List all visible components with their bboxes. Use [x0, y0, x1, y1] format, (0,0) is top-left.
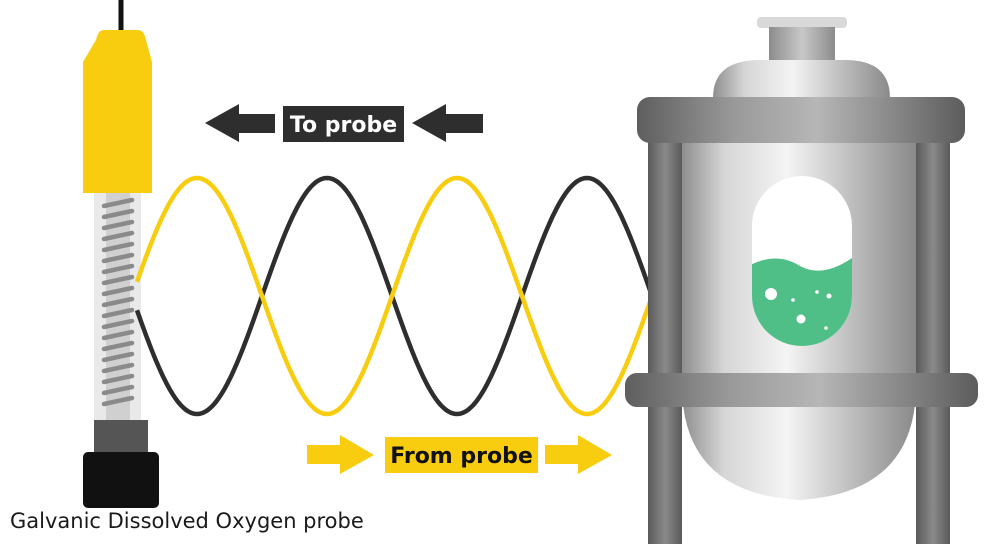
spring-coil-turn: [101, 395, 135, 407]
probe-spring-coil: [101, 197, 135, 407]
left-arrow-icon: [205, 104, 275, 142]
spring-coil-turn: [101, 329, 135, 341]
spring-coil-turn: [101, 351, 135, 363]
tank-top-band: [637, 97, 965, 143]
right-arrow-icon: [307, 435, 374, 474]
tank-left-leg: [648, 128, 682, 544]
oxygen-bubble-icon: [796, 314, 806, 324]
left-arrow-icon: [412, 104, 483, 142]
galvanic-probe: [83, 0, 159, 508]
oxygen-bubble-icon: [824, 326, 828, 330]
from-probe-signal-wave: [134, 175, 654, 417]
to-probe-indicator: To probe: [205, 104, 483, 142]
from-probe-label: From probe: [390, 444, 533, 469]
probe-dark-collar: [94, 420, 148, 454]
spring-coil-turn: [101, 252, 135, 264]
spring-coil-turn: [101, 373, 135, 385]
oxygen-bubble-icon: [765, 288, 777, 300]
spring-coil-turn: [101, 241, 135, 253]
right-arrow-icon: [545, 435, 612, 474]
spring-coil-turn: [101, 307, 135, 319]
spring-coil-turn: [101, 362, 135, 374]
spring-coil-turn: [101, 318, 135, 330]
probe-black-base: [83, 452, 159, 508]
oxygen-bubble-icon: [815, 290, 819, 294]
spring-coil-turn: [101, 285, 135, 297]
tank-liquid: [752, 252, 852, 346]
spring-coil-turn: [101, 384, 135, 396]
to-probe-label: To probe: [290, 113, 397, 138]
tank-top-flange: [757, 17, 847, 28]
oxygen-bubble-icon: [791, 298, 795, 302]
spring-coil-turn: [101, 263, 135, 275]
probe-yellow-cap: [83, 30, 152, 193]
from-probe-indicator: From probe: [307, 435, 612, 474]
tank-right-leg: [916, 128, 950, 544]
tank-middle-band: [625, 373, 978, 407]
spring-coil-turn: [101, 219, 135, 231]
probe-caption: Galvanic Dissolved Oxygen probe: [10, 509, 364, 533]
spring-coil-turn: [101, 208, 135, 220]
spring-coil-turn: [101, 296, 135, 308]
spring-coil-turn: [101, 340, 135, 352]
bioreactor-tank: [625, 17, 978, 544]
tank-neck: [769, 27, 835, 63]
oxygen-bubble-icon: [826, 293, 832, 299]
spring-coil-turn: [101, 197, 135, 209]
to-probe-signal-wave: [134, 175, 654, 417]
tank-dome-lid: [713, 60, 890, 98]
spring-coil-turn: [101, 274, 135, 286]
from-probe-label-box: [385, 437, 538, 473]
spring-coil-turn: [101, 230, 135, 242]
to-probe-label-box: [283, 106, 404, 142]
